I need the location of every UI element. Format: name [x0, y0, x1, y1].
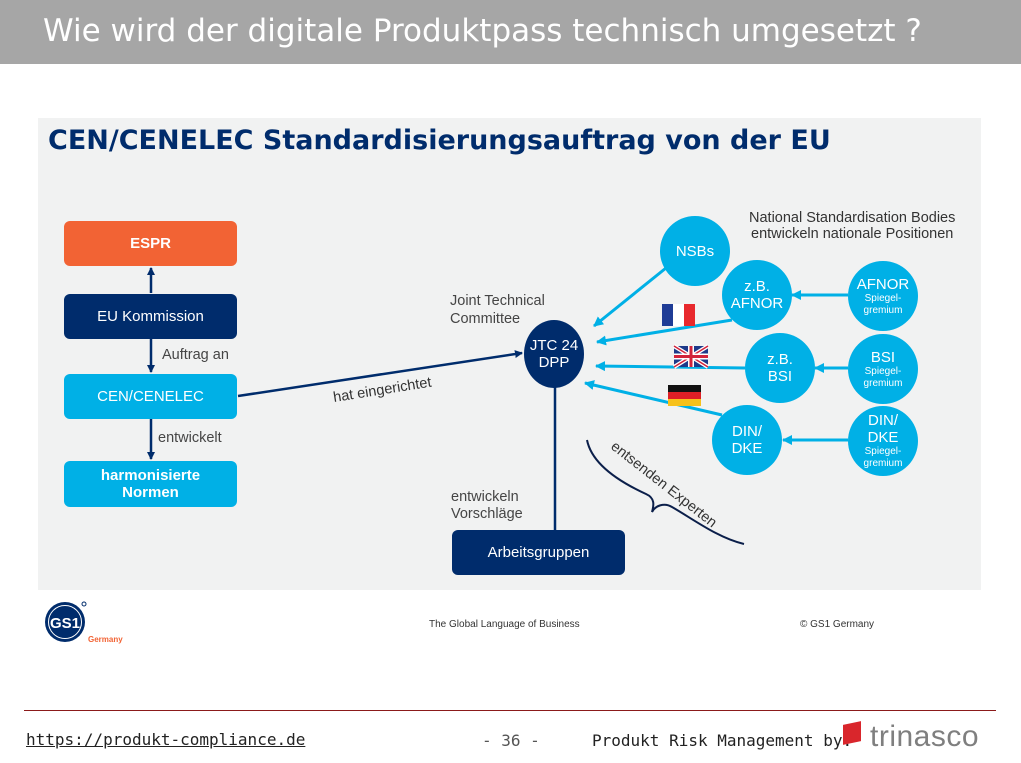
- gs1-logo-sub: Germany: [88, 635, 123, 644]
- produkt-compliance-link[interactable]: https://produkt-compliance.de: [26, 730, 306, 749]
- arrow-nsbs-jtc: [593, 266, 667, 328]
- eu-kommission-label: EU Kommission: [97, 308, 204, 325]
- svg-text:GS1: GS1: [50, 615, 80, 632]
- entwickeln-vorschlaege-label-1: entwickeln: [451, 489, 519, 505]
- joint-technical-label-1: Joint Technical: [450, 293, 545, 309]
- arrow-bsi-jtc: [595, 361, 746, 372]
- afnor-line-1: z.B.: [744, 278, 770, 295]
- mirror-bsi-spiegel-2: gremium: [863, 377, 903, 389]
- footer-divider: [24, 710, 996, 711]
- din-circle: DIN/ DKE: [712, 405, 782, 475]
- espr-label: ESPR: [130, 235, 171, 252]
- espr-box: ESPR: [64, 221, 237, 266]
- jtc-circle: JTC 24 DPP: [524, 320, 584, 388]
- cen-cenelec-label: CEN/CENELEC: [97, 388, 204, 405]
- afnor-circle: z.B. AFNOR: [722, 260, 792, 330]
- mirror-din-spiegel-1: Spiegel-: [864, 446, 902, 457]
- jtc-line-1: JTC 24: [529, 337, 579, 354]
- entwickeln-vorschlaege-label-2: Vorschläge: [451, 506, 523, 522]
- din-line-1: DIN/: [732, 423, 762, 440]
- arrow-din-jtc: [584, 380, 723, 417]
- auftrag-an-label: Auftrag an: [162, 347, 229, 363]
- bsi-line-1: z.B.: [767, 351, 793, 368]
- mirror-bsi-circle: BSI Spiegel- gremium: [848, 334, 918, 404]
- din-line-2: DKE: [731, 440, 763, 457]
- cen-cenelec-box: CEN/CENELEC: [64, 374, 237, 419]
- mirror-din-line-2: DKE: [867, 429, 899, 446]
- mirror-afnor-label: AFNOR: [856, 275, 910, 293]
- trinasco-brand: trinasco: [870, 720, 980, 753]
- jtc-line-2: DPP: [538, 354, 570, 371]
- credit-text: Produkt Risk Management by:: [592, 731, 853, 750]
- flag-germany-icon: [668, 385, 701, 406]
- title-bar: Wie wird der digitale Produktpass techni…: [0, 0, 1021, 64]
- nsbs-circle: NSBs: [660, 216, 730, 286]
- eu-kommission-box: EU Kommission: [64, 294, 237, 339]
- afnor-line-2: AFNOR: [730, 295, 784, 312]
- bsi-line-2: BSI: [767, 368, 793, 385]
- entsenden-experten-label: entsenden Experten: [608, 439, 720, 532]
- slide-title: Wie wird der digitale Produktpass techni…: [43, 13, 922, 49]
- mirror-afnor-spiegel-1: Spiegel-: [864, 292, 902, 304]
- arbeitsgruppen-box: Arbeitsgruppen: [452, 530, 625, 575]
- joint-technical-label-2: Committee: [450, 311, 521, 327]
- entwickelt-label: entwickelt: [158, 430, 222, 446]
- mirror-afnor-spiegel-2: gremium: [863, 304, 903, 316]
- curly-brace: [586, 439, 745, 545]
- arbeitsgruppen-label: Arbeitsgruppen: [487, 544, 590, 561]
- bsi-circle: z.B. BSI: [745, 333, 815, 403]
- mirror-afnor-circle: AFNOR Spiegel- gremium: [848, 261, 918, 331]
- mirror-din-line-1: DIN/: [868, 412, 898, 429]
- gs1-logo-icon: GS1: [45, 601, 87, 642]
- flag-uk-icon: [672, 344, 710, 369]
- gs1-copyright: © GS1 Germany: [800, 619, 875, 630]
- harmonisierte-normen-label: harmonisierte Normen: [100, 467, 201, 501]
- nsb-caption-2: entwickeln nationale Positionen: [751, 226, 954, 242]
- mirror-bsi-spiegel-1: Spiegel-: [864, 365, 902, 377]
- trinasco-logo-icon: [843, 721, 861, 745]
- mirror-din-spiegel-2: gremium: [863, 458, 903, 469]
- mirror-din-circle: DIN/ DKE Spiegel- gremium: [848, 406, 918, 476]
- nsb-caption-1: National Standardisation Bodies: [749, 210, 956, 226]
- flag-france-icon: [662, 304, 695, 326]
- nsbs-label: NSBs: [675, 242, 715, 260]
- diagram-title: CEN/CENELEC Standardisierungsauftrag von…: [48, 125, 831, 156]
- arrow-cen-jtc: [237, 350, 523, 398]
- arrow-afnor-jtc: [596, 318, 733, 346]
- mirror-bsi-label: BSI: [870, 348, 896, 366]
- harmonisierte-normen-box: harmonisierte Normen: [64, 461, 237, 507]
- page-number: - 36 -: [482, 731, 540, 750]
- gs1-tagline: The Global Language of Business: [429, 619, 580, 630]
